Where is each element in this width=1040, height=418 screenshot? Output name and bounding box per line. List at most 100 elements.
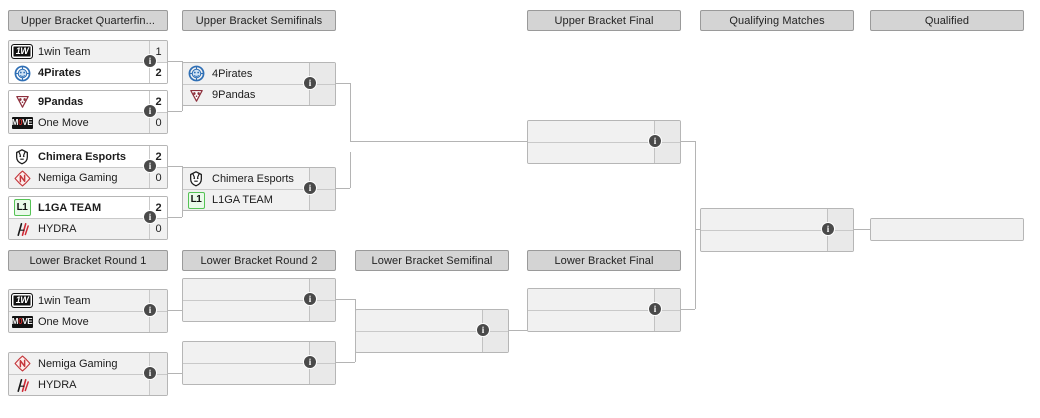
round-header-upper-final[interactable]: Upper Bracket Final bbox=[527, 10, 681, 31]
round-header-label: Lower Bracket Final bbox=[554, 254, 654, 267]
match-team-row[interactable] bbox=[528, 142, 680, 163]
match-team-row[interactable] bbox=[528, 310, 680, 331]
team-score: 0 bbox=[149, 219, 167, 239]
round-header-lower-semifinal[interactable]: Lower Bracket Semifinal bbox=[355, 250, 509, 271]
round-header-label: Qualified bbox=[924, 14, 970, 27]
team-score: 2 bbox=[149, 63, 167, 83]
match-team-row[interactable] bbox=[183, 363, 335, 384]
match-team-row[interactable] bbox=[701, 230, 853, 251]
team-score bbox=[827, 231, 853, 251]
match-team-row[interactable] bbox=[183, 300, 335, 321]
match-info-icon[interactable]: i bbox=[822, 223, 834, 235]
match-info-icon[interactable]: i bbox=[144, 211, 156, 223]
round-header-label: Lower Bracket Semifinal bbox=[371, 254, 493, 267]
match-team-row[interactable]: 4Pirates bbox=[183, 63, 335, 84]
match-info-icon[interactable]: i bbox=[144, 160, 156, 172]
connector-line bbox=[336, 362, 355, 363]
round-header-upper-semifinals[interactable]: Upper Bracket Semifinals bbox=[182, 10, 336, 31]
match-lbr2-1[interactable] bbox=[182, 278, 336, 322]
match-info-icon[interactable]: i bbox=[649, 303, 661, 315]
1win-logo-icon: 1W bbox=[11, 291, 33, 310]
match-team-row[interactable] bbox=[356, 331, 508, 352]
team-name: 1win Team bbox=[38, 45, 91, 58]
team-score bbox=[309, 279, 335, 300]
match-team-row[interactable] bbox=[701, 209, 853, 230]
team-score bbox=[654, 121, 680, 142]
match-team-row[interactable]: Nemiga Gaming bbox=[9, 353, 167, 374]
match-info-icon[interactable]: i bbox=[144, 367, 156, 379]
match-team-row[interactable]: Chimera Esports bbox=[183, 168, 335, 189]
team-icon bbox=[703, 210, 725, 229]
match-team-row[interactable]: 4Pirates 2 bbox=[9, 62, 167, 83]
round-header-lower-final[interactable]: Lower Bracket Final bbox=[527, 250, 681, 271]
9pandas-logo-icon bbox=[185, 86, 207, 105]
match-team-row[interactable] bbox=[183, 279, 335, 300]
connector-line bbox=[854, 229, 870, 230]
l1ga-logo-icon: L1 bbox=[185, 191, 207, 210]
connector-line bbox=[681, 141, 695, 142]
hydra-logo-icon bbox=[11, 376, 33, 395]
match-info-icon[interactable]: i bbox=[649, 135, 661, 147]
team-score bbox=[309, 85, 335, 105]
match-ubf-1[interactable] bbox=[527, 120, 681, 164]
team-score: 0 bbox=[149, 168, 167, 188]
team-score bbox=[149, 312, 167, 332]
match-qm-1[interactable] bbox=[700, 208, 854, 252]
match-team-row[interactable] bbox=[356, 310, 508, 331]
match-info-icon[interactable]: i bbox=[304, 356, 316, 368]
connector-line bbox=[336, 83, 350, 84]
team-name: One Move bbox=[38, 117, 89, 129]
round-header-lower-round-2[interactable]: Lower Bracket Round 2 bbox=[182, 250, 336, 271]
match-team-row[interactable]: HYDRA bbox=[9, 374, 167, 395]
match-info-icon[interactable]: i bbox=[477, 324, 489, 336]
match-info-icon[interactable]: i bbox=[144, 55, 156, 67]
match-info-icon[interactable]: i bbox=[304, 77, 316, 89]
team-name: 4Pirates bbox=[38, 67, 81, 79]
connector-line bbox=[695, 230, 696, 309]
round-header-lower-round-1[interactable]: Lower Bracket Round 1 bbox=[8, 250, 168, 271]
hydra-logo-icon bbox=[11, 220, 33, 239]
team-name: 4Pirates bbox=[212, 67, 253, 80]
match-lbr2-2[interactable] bbox=[182, 341, 336, 385]
match-ubsf-1[interactable]: 4Pirates 9Pandas bbox=[182, 62, 336, 106]
match-team-row[interactable] bbox=[183, 342, 335, 363]
chimera-logo-icon bbox=[11, 147, 33, 166]
team-icon bbox=[530, 312, 552, 331]
team-score bbox=[309, 364, 335, 384]
round-header-qualifying-matches[interactable]: Qualifying Matches bbox=[700, 10, 854, 31]
match-team-row[interactable] bbox=[528, 289, 680, 310]
team-icon bbox=[530, 144, 552, 163]
match-info-icon[interactable]: i bbox=[144, 304, 156, 316]
round-header-label: Upper Bracket Semifinals bbox=[195, 14, 323, 27]
team-score bbox=[482, 332, 508, 352]
round-header-label: Upper Bracket Quarterfin... bbox=[20, 14, 156, 27]
team-score bbox=[654, 311, 680, 331]
match-qual-1[interactable] bbox=[870, 218, 1024, 241]
match-team-row[interactable] bbox=[528, 121, 680, 142]
match-info-icon[interactable]: i bbox=[304, 182, 316, 194]
connector-line bbox=[695, 229, 700, 230]
1win-logo-icon: 1W bbox=[11, 42, 33, 61]
match-info-icon[interactable]: i bbox=[304, 293, 316, 305]
round-header-upper-quarterfinals[interactable]: Upper Bracket Quarterfin... bbox=[8, 10, 168, 31]
team-name: Nemiga Gaming bbox=[38, 357, 118, 370]
match-team-row[interactable]: 9Pandas bbox=[183, 84, 335, 105]
round-header-qualified[interactable]: Qualified bbox=[870, 10, 1024, 31]
match-team-row[interactable] bbox=[871, 219, 1023, 240]
match-info-icon[interactable]: i bbox=[144, 105, 156, 117]
